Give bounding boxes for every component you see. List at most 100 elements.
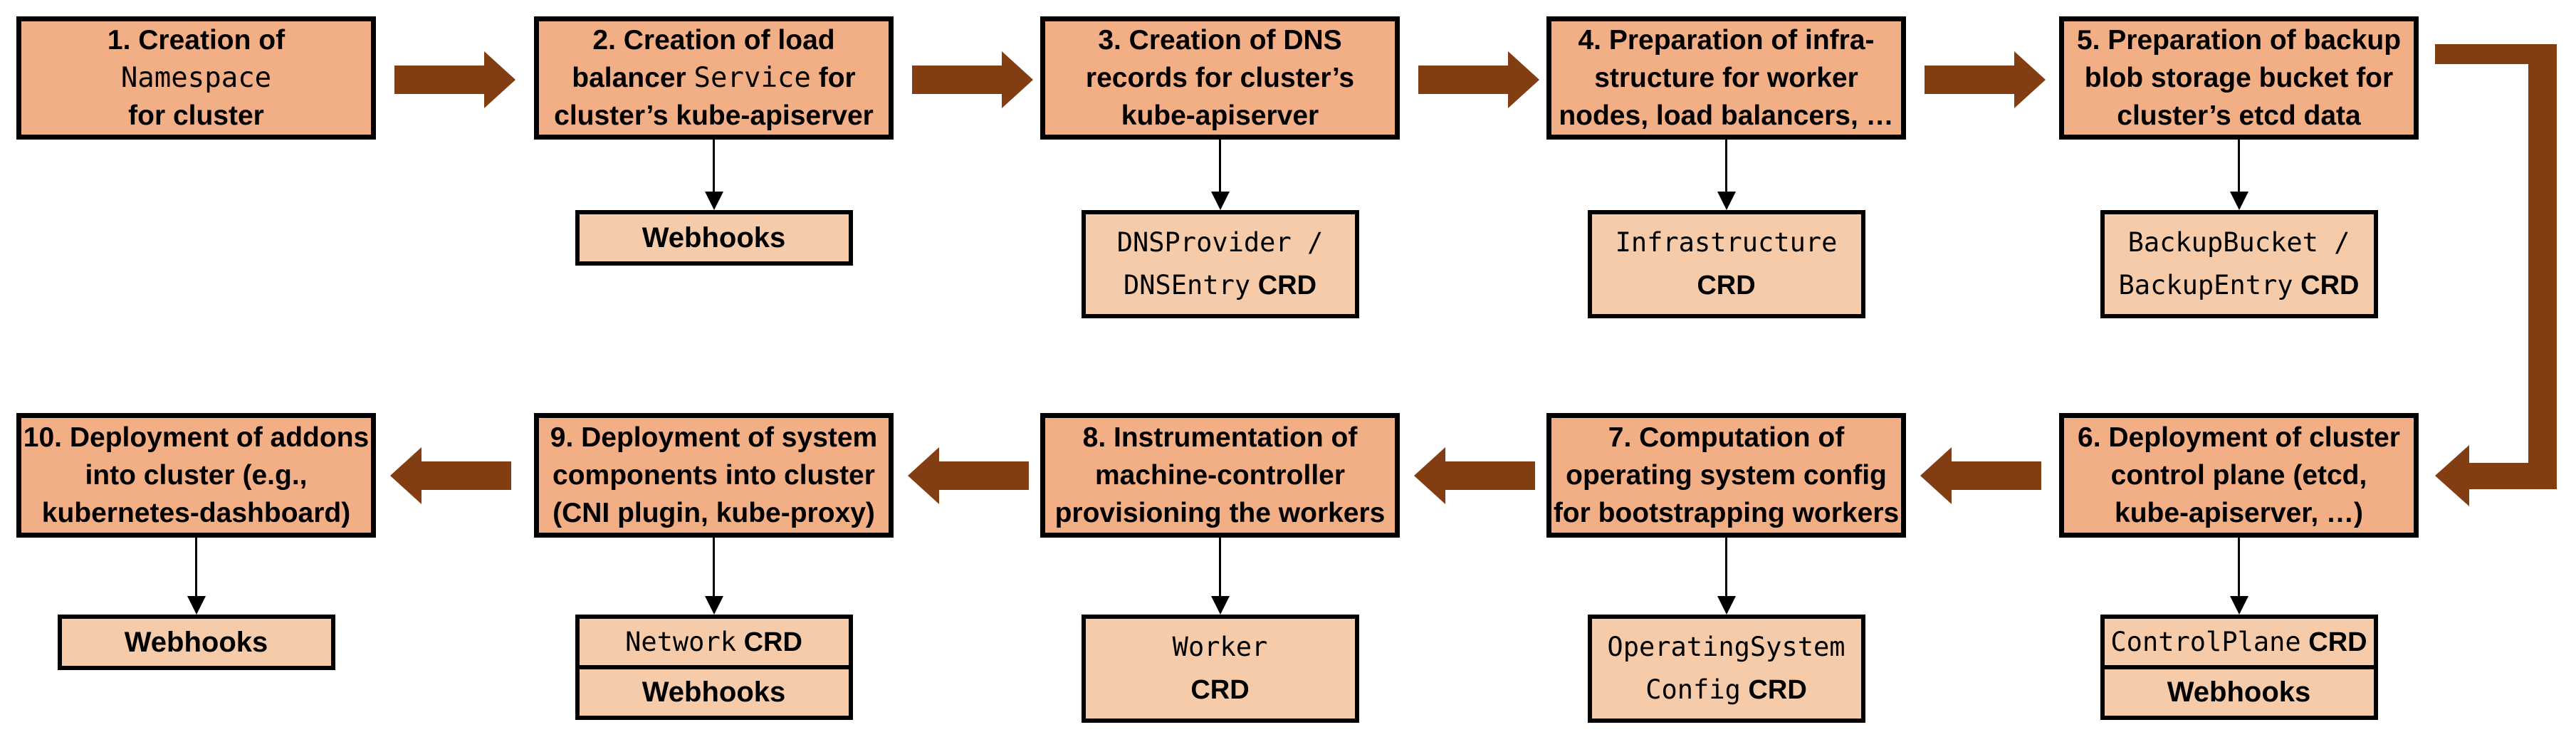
label-text: CRD	[1190, 675, 1250, 705]
flow-arrow-4-to-5	[1925, 51, 2046, 108]
text-line: kubernetes-dashboard)	[42, 494, 350, 532]
arrow-left-icon	[1920, 447, 1952, 504]
text-line: for bootstrapping workers	[1554, 494, 1899, 532]
arrow-right-icon	[2014, 51, 2046, 108]
step-box-7: 7. Computation of operating system config…	[1546, 413, 1906, 538]
flow-arrow-1-to-2	[394, 51, 515, 108]
arrow-down-icon	[1210, 192, 1230, 210]
label-text: records for cluster’s	[1085, 63, 1355, 93]
text-line: 2. Creation of load	[592, 21, 834, 59]
down-connector-step-10	[187, 538, 206, 615]
arrow-body	[1925, 66, 2014, 94]
text-line: provisioning the workers	[1055, 494, 1386, 532]
arrow-right-icon	[1508, 51, 1539, 108]
arrow-body	[394, 66, 484, 94]
down-connector-step-7	[1717, 538, 1736, 615]
down-connector-step-9	[704, 538, 723, 615]
arrow-down-icon	[2229, 596, 2248, 615]
resource-name-text: Service	[693, 62, 811, 94]
text-line: into cluster (e.g.,	[85, 456, 307, 494]
label-text: for	[810, 63, 856, 93]
label-text: CRD	[1740, 675, 1807, 705]
flow-arrow-7-to-8	[1414, 447, 1535, 504]
label-text: CRD	[2300, 627, 2367, 657]
text-line: control plane (etcd,	[2111, 456, 2367, 494]
crd-box-step-3: DNSProvider /DNSEntry CRD	[1081, 210, 1359, 318]
arrow-right-icon	[484, 51, 515, 108]
label-text: kubernetes-dashboard)	[41, 498, 351, 528]
label-text: (CNI plugin, kube-proxy)	[553, 498, 875, 528]
label-text: machine-controller	[1094, 460, 1346, 491]
text-line: 1. Creation of	[108, 21, 285, 59]
text-line: kube-apiserver	[1121, 97, 1319, 135]
label-text: 8. Instrumentation of	[1082, 422, 1358, 453]
connector-line	[1219, 140, 1221, 194]
label-text: control plane (etcd,	[2110, 460, 2367, 491]
text-line: 9. Deployment of system	[550, 419, 877, 456]
label-text: cluster’s kube-apiserver	[554, 100, 874, 131]
text-line: balancer Service for	[572, 59, 855, 97]
label-text: balancer	[572, 63, 694, 93]
webhooks-box-step-10: Webhooks	[57, 615, 335, 670]
label-text: 5. Preparation of backup	[2076, 25, 2402, 56]
text-line: 4. Preparation of infra-	[1578, 21, 1874, 59]
crd-box-step-9: Network CRD	[575, 615, 853, 669]
webhooks-box-step-6: Webhooks	[2100, 665, 2378, 720]
arrow-body	[912, 66, 1002, 94]
text-line: DNSProvider /	[1117, 221, 1324, 264]
label-text: operating system config	[1566, 460, 1887, 491]
arrow-left-icon	[908, 447, 939, 504]
resource-name-text: Worker	[1172, 632, 1268, 662]
webhooks-box-step-2: Webhooks	[575, 210, 853, 266]
text-line: Infrastructure	[1616, 221, 1838, 264]
text-line: CRD	[1697, 264, 1755, 307]
text-line: Webhooks	[642, 671, 786, 714]
resource-name-text: ControlPlane	[2110, 626, 2301, 657]
arrow-body	[939, 461, 1029, 490]
label-text: 1. Creation of	[107, 25, 286, 56]
label-text: provisioning the workers	[1054, 498, 1386, 528]
connector-line	[1219, 538, 1221, 599]
down-connector-step-2	[704, 140, 723, 210]
text-line: Webhooks	[2167, 671, 2311, 714]
text-line: Webhooks	[125, 621, 268, 664]
resource-name-text: Infrastructure	[1615, 227, 1838, 258]
connector-line	[1725, 538, 1727, 599]
arrow-down-icon	[2229, 192, 2248, 210]
arrow-left-icon	[1414, 447, 1445, 504]
flow-arrow-8-to-9	[908, 447, 1029, 504]
arrow-body	[1445, 461, 1535, 490]
flow-arrow-2-to-3	[912, 51, 1033, 108]
label-text: 6. Deployment of cluster	[2078, 422, 2400, 453]
down-connector-step-8	[1210, 538, 1230, 615]
label-text: Webhooks	[642, 221, 786, 254]
text-line: records for cluster’s	[1086, 59, 1354, 97]
resource-name-text: BackupEntry	[2118, 270, 2293, 301]
resource-name-text: DNSEntry	[1123, 270, 1251, 301]
text-line: nodes, load balancers, …	[1559, 97, 1893, 135]
step-box-6: 6. Deployment of cluster control plane (e…	[2059, 413, 2419, 538]
label-text: Webhooks	[642, 676, 786, 708]
arrow-down-icon	[704, 192, 723, 210]
text-line: 6. Deployment of cluster	[2078, 419, 2400, 456]
text-line: Network CRD	[625, 621, 802, 664]
resource-name-text: Network	[625, 626, 737, 657]
down-connector-step-5	[2229, 140, 2248, 210]
arrow-body	[1418, 66, 1508, 94]
text-line: components into cluster	[553, 456, 875, 494]
text-line: DNSEntry CRD	[1124, 264, 1316, 307]
label-text: cluster’s etcd data	[2117, 100, 2361, 131]
label-text: 9. Deployment of system	[550, 422, 878, 453]
text-line: operating system config	[1566, 456, 1887, 494]
text-line: Worker	[1173, 626, 1268, 669]
connector-line	[713, 140, 715, 194]
text-line: kube-apiserver, …)	[2115, 494, 2363, 532]
text-line: cluster’s kube-apiserver	[554, 97, 874, 135]
label-text: 3. Creation of DNS	[1098, 25, 1342, 56]
label-text: Webhooks	[2167, 676, 2311, 708]
label-text: 7. Computation of	[1608, 422, 1845, 453]
label-text: blob storage bucket for	[2084, 63, 2394, 93]
